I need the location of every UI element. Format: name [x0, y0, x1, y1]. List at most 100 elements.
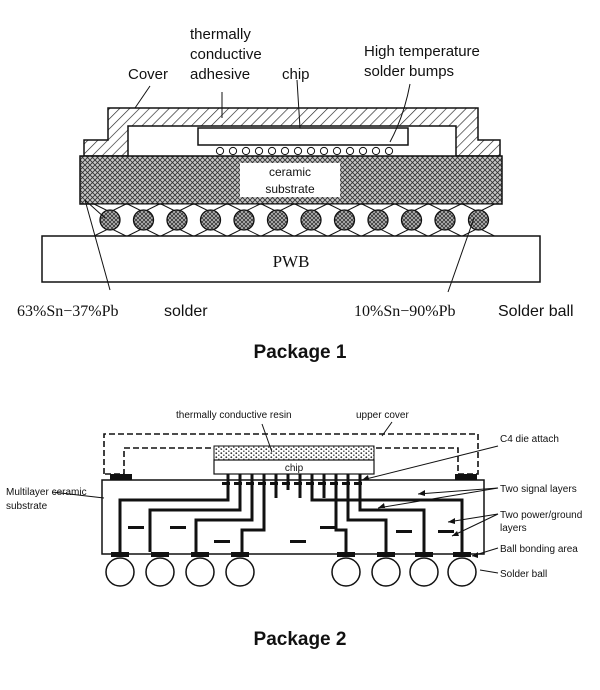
power-ground-label-line1: Two power/ground [500, 510, 582, 521]
solder-ball [331, 557, 361, 587]
solder-ball [199, 209, 222, 231]
package2: thermally conductive resin upper cover C… [6, 410, 582, 650]
solder-bump [358, 146, 368, 156]
signal-trace [194, 490, 254, 552]
signal-trace [240, 490, 266, 552]
top-fillet [127, 203, 160, 213]
upper-cover-label: upper cover [356, 410, 409, 421]
chip-label: chip [282, 66, 310, 83]
solder-ball [105, 557, 135, 587]
chip-die [213, 459, 375, 475]
power-ground-plane [170, 526, 186, 529]
solder-ball [99, 209, 121, 231]
bumps-label-line1: High temperature [364, 43, 480, 60]
ball-bonding-area-label: Ball bonding area [500, 544, 578, 555]
ball-bonding-pad [151, 552, 169, 557]
ball-bonding-pad [231, 552, 249, 557]
solder-ball [447, 557, 477, 587]
power-ground-plane [438, 530, 454, 533]
pwb-board [41, 235, 541, 283]
power-ground-plane [320, 526, 336, 529]
ball-bonding-pad [453, 552, 471, 557]
solder-bump [241, 146, 251, 156]
solder-ball [132, 209, 155, 231]
solder-ball [467, 209, 490, 231]
left-solder-word: solder [164, 303, 208, 320]
solder-bump [215, 146, 225, 156]
signal-trace [118, 490, 230, 552]
surface-pad [234, 482, 242, 485]
top-fillet [395, 203, 428, 213]
adhesive-label-line3: adhesive [190, 66, 250, 83]
power-ground-plane [290, 540, 306, 543]
ball-bonding-pad [415, 552, 433, 557]
package1: Cover thermally conductive adhesive chip… [17, 26, 574, 363]
solder-bump [280, 146, 290, 156]
surface-pad [342, 482, 350, 485]
cover-foot-right [455, 474, 477, 480]
solder-ball [409, 557, 439, 587]
power-ground-label-line2: layers [500, 523, 527, 534]
signal-trace [334, 490, 348, 552]
chip-label: chip [285, 463, 304, 474]
solder-bump [254, 146, 264, 156]
high-temperature-solder-bumps [215, 146, 394, 156]
top-fillet [361, 203, 395, 213]
substrate-label-line1: Multilayer ceramic [6, 487, 87, 498]
solder-bump [228, 146, 238, 156]
cover-label: Cover [128, 66, 168, 83]
cover [83, 107, 501, 157]
solder-bump [371, 146, 381, 156]
solder-ball [300, 209, 322, 231]
top-fillet [328, 203, 361, 213]
power-ground-plane [214, 540, 230, 543]
substrate-wiring [118, 474, 464, 552]
substrate-label-line2: substrate [6, 501, 48, 512]
pwb-label: PWB [273, 252, 310, 271]
cover-foot-left [110, 474, 132, 480]
solder-ball [367, 209, 389, 231]
signal-trace [346, 490, 388, 552]
signal-trace [148, 490, 242, 552]
substrate-label-box [240, 163, 340, 197]
thermally-conductive-resin [213, 445, 375, 461]
surface-pad [282, 482, 290, 485]
adhesive-label-line1: thermally [190, 26, 251, 43]
solder-bump [293, 146, 303, 156]
top-fillet [462, 203, 495, 213]
right-solder-word: Solder ball [498, 303, 574, 320]
top-fillet [428, 203, 462, 213]
solder-bump [345, 146, 355, 156]
surface-pad [330, 482, 338, 485]
solder-bump [267, 146, 277, 156]
surface-pad [258, 482, 266, 485]
solder-ball [400, 209, 423, 231]
chip [197, 127, 409, 146]
substrate-label-line1: ceramic [269, 165, 311, 179]
solder-ball-label: Solder ball [500, 569, 547, 580]
top-fillet [93, 203, 127, 213]
surface-pad [222, 482, 230, 485]
ball-bonding-pad [111, 552, 129, 557]
solder-ball [225, 557, 255, 587]
right-solder-alloy: 10%Sn−90%Pb [354, 303, 455, 320]
surface-pad [306, 482, 314, 485]
solder-ball [371, 557, 401, 587]
power-ground-plane [128, 526, 144, 529]
signal-layers-label: Two signal layers [500, 484, 577, 495]
adhesive-label-line2: conductive [190, 46, 262, 63]
solder-ball [266, 209, 289, 231]
solder-balls [105, 552, 477, 587]
solder-balls [93, 203, 495, 237]
top-fillet [261, 203, 294, 213]
ball-bonding-pad [191, 552, 209, 557]
surface-pad [318, 482, 326, 485]
solder-ball [233, 209, 255, 231]
package1-caption: Package 1 [254, 342, 347, 363]
surface-pad [294, 482, 302, 485]
package2-caption: Package 2 [254, 629, 347, 650]
top-fillet [294, 203, 328, 213]
substrate-label-line2: substrate [265, 182, 315, 196]
top-fillet [227, 203, 261, 213]
